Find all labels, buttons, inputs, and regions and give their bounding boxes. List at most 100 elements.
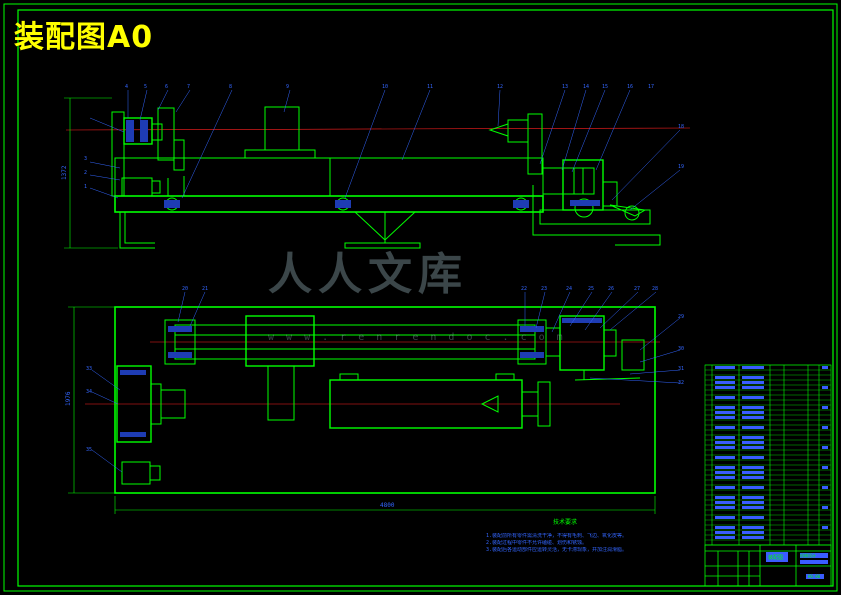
parts-entry-spec (742, 531, 764, 534)
parts-entry-spec (742, 456, 764, 459)
parts-entry-spec (742, 426, 764, 429)
balloon: 34 (86, 389, 92, 395)
parts-entry-name (715, 396, 735, 399)
parts-entry-spec (742, 411, 764, 414)
balloon: 23 (541, 286, 547, 292)
technical-note: 3.装配后各运动部件应运转灵活，无卡滞现象，并加注润滑脂。 (486, 547, 628, 553)
balloon: 2 (84, 170, 87, 176)
parts-entry-name (715, 531, 735, 534)
title-block (704, 544, 832, 587)
parts-entry-name (715, 406, 735, 409)
balloon: 15 (602, 84, 608, 90)
parts-entry-spec (742, 396, 764, 399)
balloon: 11 (427, 84, 433, 90)
inner-frame (17, 9, 834, 587)
parts-entry-spec (742, 386, 764, 389)
parts-entry-spec (742, 471, 764, 474)
balloon: 30 (678, 346, 684, 352)
drawing-title: 装配图A0 (14, 20, 154, 55)
parts-entry-name (715, 426, 735, 429)
balloon: 19 (678, 164, 684, 170)
section-hatching-top (126, 120, 600, 208)
front-view (65, 106, 691, 249)
parts-entry-spec (742, 406, 764, 409)
parts-entry-note (822, 466, 828, 469)
parts-entry-spec (742, 496, 764, 499)
technical-requirements-title: 技术要求 (553, 519, 578, 526)
balloon: 20 (182, 286, 188, 292)
parts-entry-name (715, 486, 735, 489)
balloon: 14 (583, 84, 589, 90)
parts-entry-name (715, 496, 735, 499)
parts-entry-name (715, 381, 735, 384)
technical-note: 1.装配前所有零件需清洗干净，不得有毛刺、飞边、氧化皮等。 (486, 533, 628, 539)
parts-entry-name (715, 386, 735, 389)
balloon: 25 (588, 286, 594, 292)
balloon: 8 (229, 84, 232, 90)
dim-length: 4800 (380, 502, 395, 509)
title-block-company: 机械设计 (800, 552, 816, 558)
parts-entry-name (715, 366, 735, 369)
balloons-bottom: 20 21 22 23 24 25 26 27 28 29 30 31 32 3… (86, 286, 684, 453)
parts-entry-spec (742, 506, 764, 509)
watermark-text: 人人文库 (268, 249, 468, 300)
balloon: 1 (84, 184, 87, 190)
leader-lines (89, 89, 681, 473)
parts-entry-note (822, 526, 828, 529)
parts-entry-name (715, 436, 735, 439)
balloon: 3 (84, 156, 87, 162)
balloon: 7 (187, 84, 190, 90)
parts-entry-spec (742, 526, 764, 529)
parts-entry-spec (742, 501, 764, 504)
balloon: 13 (562, 84, 568, 90)
parts-entry-name (715, 411, 735, 414)
parts-entry-spec (742, 536, 764, 539)
title-block-name: 装配图 (768, 554, 783, 561)
balloons-top: 4 5 6 7 8 9 10 11 12 13 14 15 16 17 18 1… (84, 84, 684, 190)
parts-entry-note (822, 506, 828, 509)
parts-entry-spec (742, 381, 764, 384)
plan-view (85, 306, 660, 494)
parts-entry-spec (742, 466, 764, 469)
parts-entry-spec (742, 436, 764, 439)
parts-entry-spec (742, 446, 764, 449)
outer-frame (3, 3, 838, 592)
technical-note: 2.装配过程中零件不允许磕碰、划伤和锈蚀。 (486, 540, 588, 546)
balloon: 17 (648, 84, 654, 90)
title-block-drawing-no: HQ-00 (808, 574, 821, 579)
balloon: 35 (86, 447, 92, 453)
parts-entry-note (822, 426, 828, 429)
balloon: 31 (678, 366, 684, 372)
parts-entry-spec (742, 486, 764, 489)
balloon: 16 (627, 84, 633, 90)
parts-entry-name (715, 466, 735, 469)
parts-entry-note (822, 406, 828, 409)
balloon: 29 (678, 314, 684, 320)
balloon: 21 (202, 286, 208, 292)
parts-entry-name (715, 536, 735, 539)
balloon: 4 (125, 84, 128, 90)
parts-entry-name (715, 441, 735, 444)
parts-entry-note (822, 446, 828, 449)
parts-entry-note (822, 486, 828, 489)
balloon: 24 (566, 286, 572, 292)
balloon: 32 (678, 380, 684, 386)
section-hatching-bottom (120, 318, 602, 437)
balloon: 9 (286, 84, 289, 90)
parts-entry-name (715, 456, 735, 459)
dimensions (64, 97, 656, 514)
parts-entry-spec (742, 376, 764, 379)
parts-entry-spec (742, 366, 764, 369)
parts-entry-note (822, 366, 828, 369)
parts-list-rows (705, 364, 831, 541)
balloon: 22 (521, 286, 527, 292)
parts-entry-spec (742, 476, 764, 479)
balloon: 10 (382, 84, 388, 90)
center-line-top (65, 127, 691, 131)
parts-entry-note (822, 386, 828, 389)
balloon: 12 (497, 84, 503, 90)
parts-entry-spec (742, 416, 764, 419)
parts-entry-name (715, 506, 735, 509)
balloon: 18 (678, 124, 684, 130)
